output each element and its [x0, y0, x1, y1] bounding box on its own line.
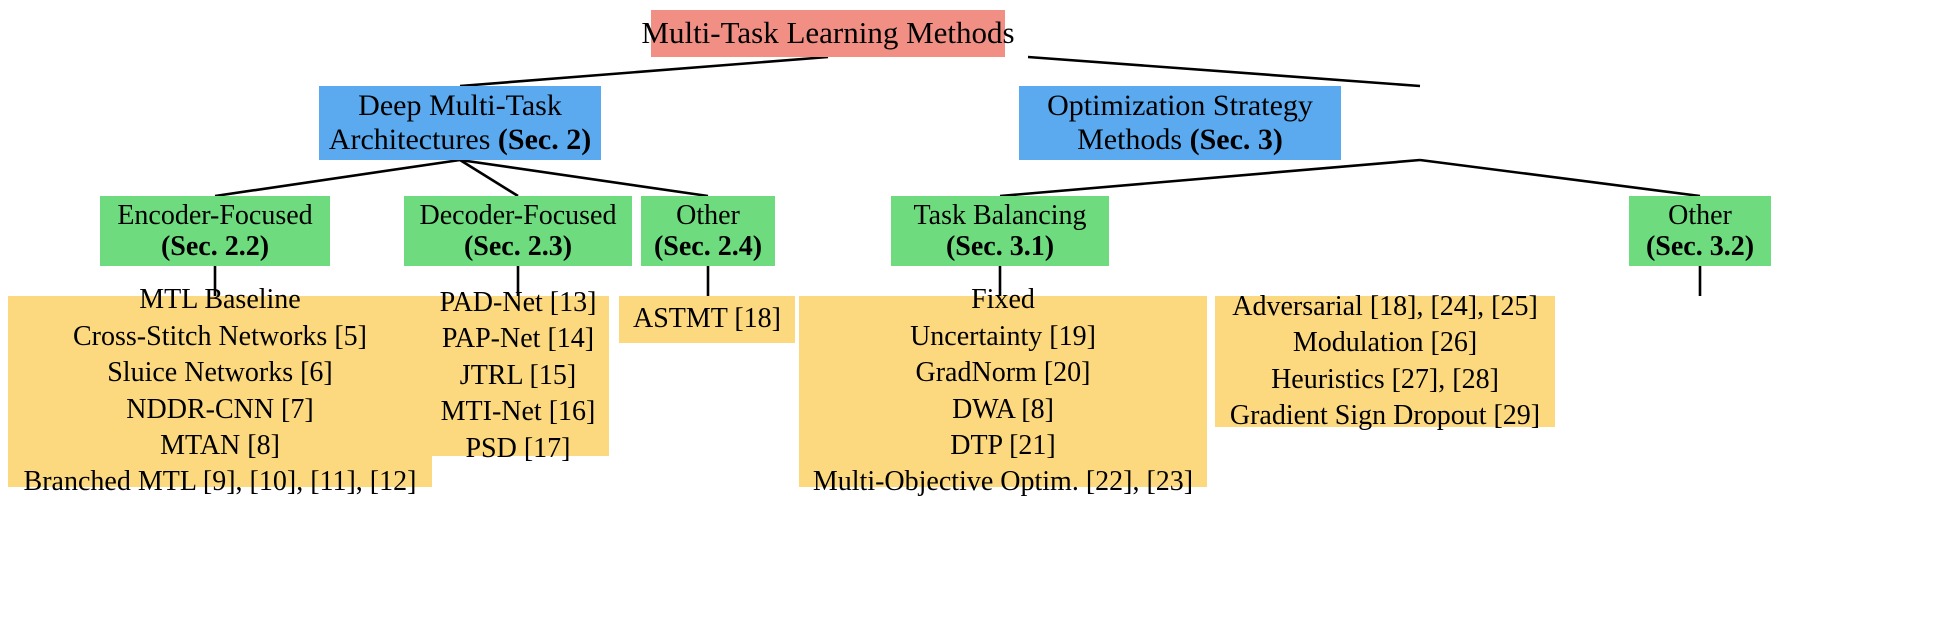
node-root[interactable]: Multi-Task Learning Methods [641, 10, 1015, 57]
task-balancing-label: Task Balancing [913, 199, 1087, 231]
other-architectures-label: Other [676, 199, 740, 231]
optimization-strategy-section: (Sec. 3) [1189, 123, 1283, 156]
list-item: Sluice Networks [6] [107, 357, 333, 389]
leaf-encoder-methods[interactable]: MTL Baseline Cross-Stitch Networks [5] S… [8, 284, 432, 497]
optimization-strategy-line2: Methods (Sec. 3) [1077, 123, 1283, 156]
optimization-strategy-line1: Optimization Strategy [1047, 89, 1313, 123]
list-item: MTL Baseline [139, 284, 301, 316]
list-item: Modulation [26] [1292, 327, 1478, 359]
decoder-focused-section: (Sec. 2.3) [463, 231, 573, 262]
deep-architectures-line1: Deep Multi-Task [358, 89, 562, 123]
encoder-focused-label: Encoder-Focused [117, 199, 313, 231]
leaf-other-optimization-methods[interactable]: Adversarial [18], [24], [25] Modulation … [1215, 291, 1555, 431]
edge-deep-to-other-arch [459, 158, 709, 198]
encoder-focused-section: (Sec. 2.2) [160, 231, 270, 262]
leaf-other-architecture-methods[interactable]: ASTMT [18] [619, 296, 795, 343]
list-item: PAP-Net [14] [441, 323, 595, 355]
edge-root-to-optimization [1027, 55, 1421, 88]
list-item: Gradient Sign Dropout [29] [1229, 399, 1541, 431]
node-other-optimization[interactable]: Other (Sec. 3.2) [1629, 196, 1771, 266]
node-task-balancing[interactable]: Task Balancing (Sec. 3.1) [891, 196, 1109, 266]
list-item: MTI-Net [16] [440, 396, 596, 428]
node-decoder-focused[interactable]: Decoder-Focused (Sec. 2.3) [404, 196, 632, 266]
edge-deep-to-encoder [214, 158, 461, 198]
list-item: GradNorm [20] [915, 357, 1091, 389]
other-optimization-section: (Sec. 3.2) [1645, 231, 1755, 262]
list-item: Cross-Stitch Networks [5] [73, 320, 367, 352]
deep-architectures-line2: Architectures (Sec. 2) [328, 123, 592, 156]
list-item: PSD [17] [465, 432, 571, 464]
node-deep-architectures[interactable]: Deep Multi-Task Architectures (Sec. 2) [319, 86, 601, 160]
list-item: DTP [21] [950, 429, 1056, 461]
edge-deep-to-decoder [459, 158, 519, 198]
list-item: JTRL [15] [459, 359, 577, 391]
list-item: ASTMT [18] [632, 303, 782, 335]
node-other-architectures[interactable]: Other (Sec. 2.4) [641, 196, 775, 266]
list-item: Adversarial [18], [24], [25] [1232, 290, 1538, 322]
list-item: Fixed [971, 284, 1035, 316]
other-architectures-section: (Sec. 2.4) [653, 231, 763, 262]
edge-opt-to-other-opt [1419, 158, 1701, 198]
root-label: Multi-Task Learning Methods [641, 15, 1015, 51]
node-optimization-strategy[interactable]: Optimization Strategy Methods (Sec. 3) [1019, 86, 1341, 160]
list-item: MTAN [8] [160, 429, 280, 461]
leaf-task-balancing-methods[interactable]: Fixed Uncertainty [19] GradNorm [20] DWA… [799, 284, 1207, 497]
edge-opt-to-task-balancing [999, 158, 1421, 198]
leaf-decoder-methods[interactable]: PAD-Net [13] PAP-Net [14] JTRL [15] MTI-… [427, 287, 609, 464]
deep-architectures-section: (Sec. 2) [497, 123, 592, 156]
list-item: Heuristics [27], [28] [1271, 363, 1499, 395]
list-item: NDDR-CNN [7] [126, 393, 314, 425]
decoder-focused-label: Decoder-Focused [419, 199, 617, 231]
edge-root-to-deep [459, 55, 829, 88]
other-optimization-label: Other [1668, 199, 1732, 231]
list-item: Branched MTL [9], [10], [11], [12] [23, 466, 417, 498]
list-item: DWA [8] [952, 393, 1054, 425]
list-item: Uncertainty [19] [910, 320, 1096, 352]
task-balancing-section: (Sec. 3.1) [945, 231, 1055, 262]
node-encoder-focused[interactable]: Encoder-Focused (Sec. 2.2) [100, 196, 330, 266]
list-item: Multi-Objective Optim. [22], [23] [812, 466, 1194, 498]
list-item: PAD-Net [13] [439, 287, 597, 319]
